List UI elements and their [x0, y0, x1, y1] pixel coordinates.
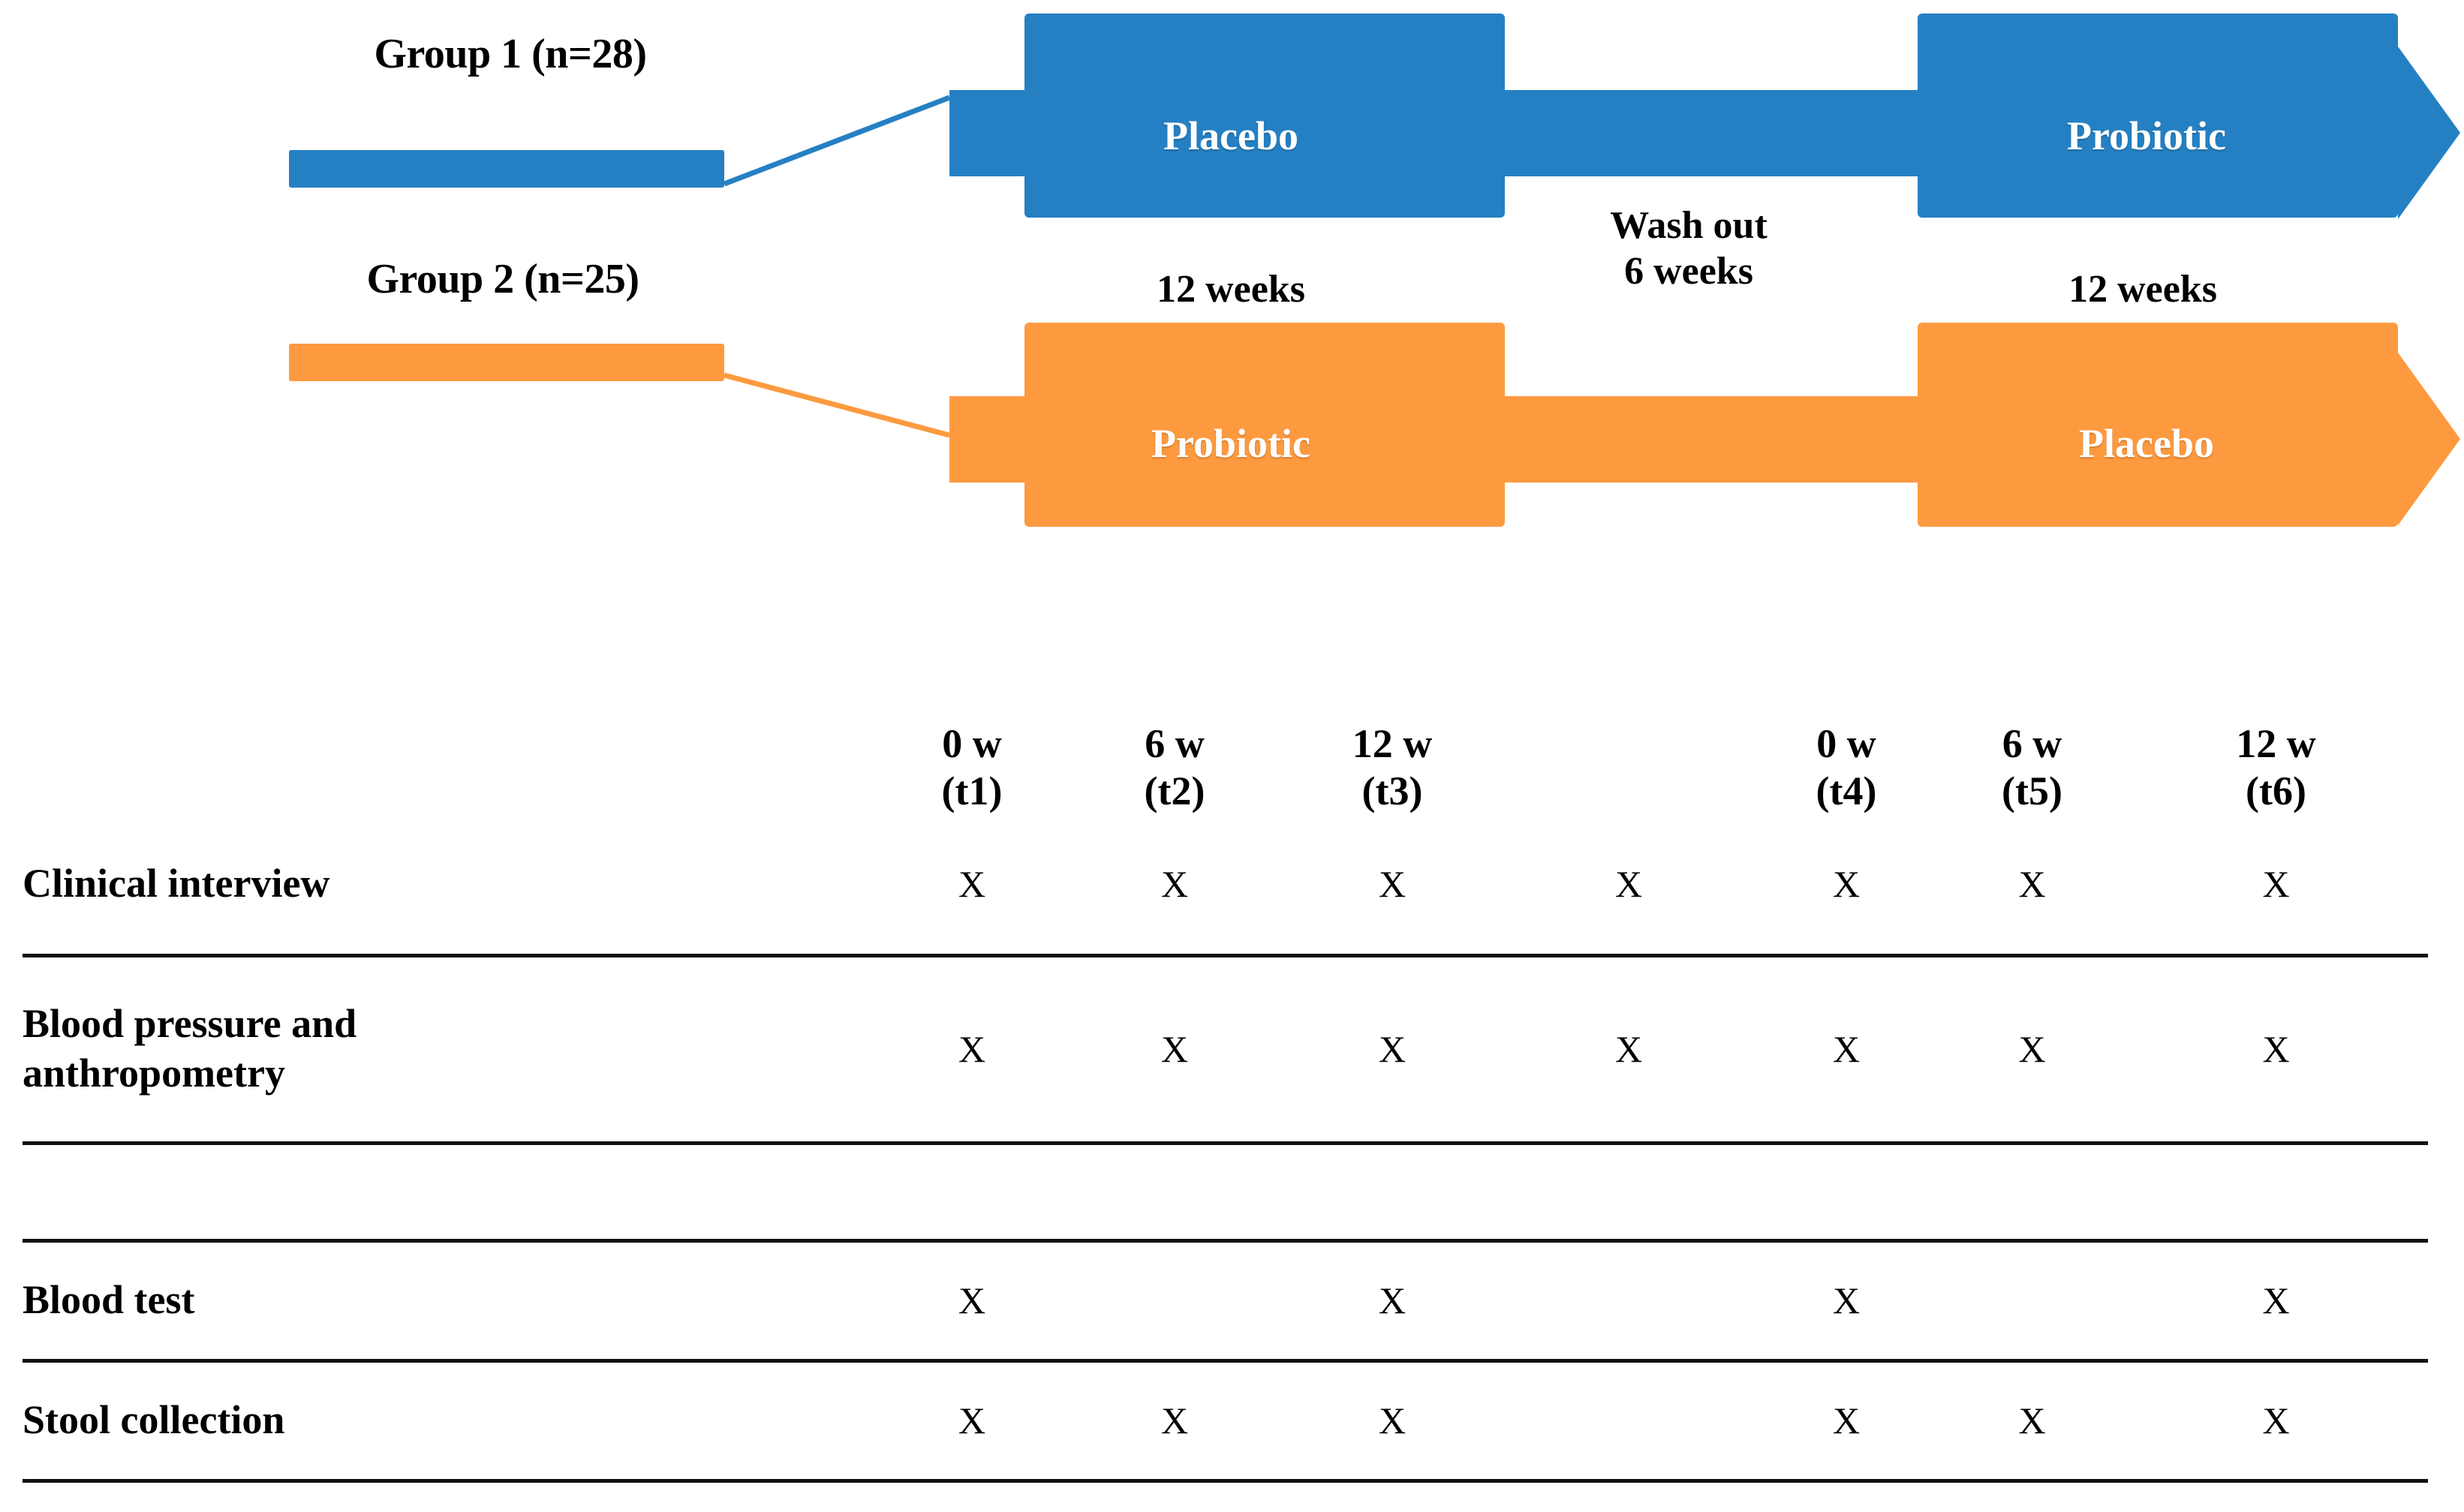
- cell-stool-collection-t5: X: [1940, 1360, 2124, 1483]
- schedule-table: 0 w (t1) 6 w (t2) 12 w (t3) 0 w (t4): [23, 720, 2428, 1483]
- group2-period1-arm-label: Probiotic: [1151, 421, 1310, 466]
- group1-left-stub: [949, 90, 1024, 176]
- group2-arrow-head: [2398, 353, 2460, 525]
- group1-label: Group 1 (n=28): [374, 31, 647, 77]
- period1-duration-label: 12 weeks: [1157, 268, 1305, 311]
- table-row: [23, 1143, 2428, 1243]
- group2-period1-block: [1024, 323, 1505, 527]
- assessment-schedule: 0 w (t1) 6 w (t2) 12 w (t3) 0 w (t4): [0, 720, 2464, 1512]
- header-col-t1: 0 w (t1): [874, 720, 1070, 814]
- group2-left-stub: [949, 396, 1024, 482]
- header-col-t3-timepoint: (t3): [1361, 768, 1423, 813]
- cell-stool-collection-washout: [1505, 1360, 1752, 1483]
- cell-blood-pressure-t4: X: [1752, 955, 1940, 1145]
- header-col-t1-timepoint: (t1): [941, 768, 1003, 813]
- group2-period2-arm-label: Placebo: [2079, 421, 2214, 466]
- cell-blood-test-t2: [1070, 1240, 1280, 1363]
- group2-washout-shaft: [1505, 396, 1918, 482]
- washout-title: Wash out: [1610, 204, 1768, 247]
- cell-blood-test-t5: [1940, 1240, 2124, 1363]
- cell-blood-pressure-t5: X: [1940, 955, 2124, 1145]
- cell-blank-t6: [2124, 1143, 2428, 1243]
- row-label-clinical-interview: Clinical interview: [23, 814, 874, 957]
- cell-stool-collection-t4: X: [1752, 1360, 1940, 1483]
- cell-clinical-interview-t5: X: [1940, 814, 2124, 957]
- cell-blood-pressure-t1: X: [874, 955, 1070, 1145]
- header-col-washout: [1505, 720, 1752, 814]
- group1-washout-shaft: [1505, 90, 1918, 176]
- group1-legend-bar: [289, 150, 724, 188]
- cell-blood-pressure-t3: X: [1280, 955, 1505, 1145]
- header-col-t3: 12 w (t3): [1280, 720, 1505, 814]
- cell-clinical-interview-t2: X: [1070, 814, 1280, 957]
- cell-blood-test-washout: [1505, 1240, 1752, 1363]
- header-col-t5-week: 6 w: [2002, 721, 2062, 766]
- cell-clinical-interview-t4: X: [1752, 814, 1940, 957]
- cell-stool-collection-t3: X: [1280, 1360, 1505, 1483]
- header-col-t2-week: 6 w: [1145, 721, 1205, 766]
- cell-clinical-interview-t3: X: [1280, 814, 1505, 957]
- header-col-t2: 6 w (t2): [1070, 720, 1280, 814]
- cell-blood-test-t6: X: [2124, 1240, 2428, 1363]
- header-col-t6-week: 12 w: [2236, 721, 2316, 766]
- washout-label: Wash out 6 weeks: [1456, 203, 1921, 295]
- cell-blood-test-t3: X: [1280, 1240, 1505, 1363]
- group1-period1-block: [1024, 14, 1505, 218]
- cell-blood-pressure-washout: X: [1505, 955, 1752, 1145]
- header-col-t6-timepoint: (t6): [2246, 768, 2306, 813]
- cell-stool-collection-t6: X: [2124, 1360, 2428, 1483]
- header-col-t1-week: 0 w: [942, 721, 1002, 766]
- diagram-shapes: [723, 14, 2460, 527]
- cell-blood-pressure-t6: X: [2124, 955, 2428, 1145]
- cell-clinical-interview-t6: X: [2124, 814, 2428, 957]
- cell-blood-test-t1: X: [874, 1240, 1070, 1363]
- period2-duration-label: 12 weeks: [2068, 268, 2217, 311]
- cell-blank-t3: [1280, 1143, 1505, 1243]
- header-col-t5: 6 w (t5): [1940, 720, 2124, 814]
- row-label-blank: [23, 1143, 874, 1243]
- group2-period2-block: [1918, 323, 2398, 527]
- cell-stool-collection-t2: X: [1070, 1360, 1280, 1483]
- group1-period2-arm-label: Probiotic: [2067, 113, 2226, 158]
- washout-duration: 6 weeks: [1624, 250, 1753, 293]
- header-col-t6: 12 w (t6): [2124, 720, 2428, 814]
- row-label-stool-collection: Stool collection: [23, 1360, 874, 1483]
- cell-clinical-interview-washout: X: [1505, 814, 1752, 957]
- cell-blank-t4: [1752, 1143, 1940, 1243]
- header-col-t4: 0 w (t4): [1752, 720, 1940, 814]
- table-row: Blood pressure and anthropometry X X X X…: [23, 955, 2428, 1145]
- table-row: Stool collection X X X X X X: [23, 1360, 2428, 1483]
- header-col-t2-timepoint: (t2): [1144, 768, 1205, 813]
- cell-blank-t1: [874, 1143, 1070, 1243]
- group1-period2-block: [1918, 14, 2398, 218]
- table-row: Clinical interview X X X X X X X: [23, 814, 2428, 957]
- header-col-t4-week: 0 w: [1816, 721, 1876, 766]
- table-row: Blood test X X X X: [23, 1240, 2428, 1363]
- header-col-t5-timepoint: (t5): [2002, 768, 2062, 813]
- crossover-diagram: Group 1 (n=28) Group 2 (n=25) Placebo Pr…: [0, 0, 2464, 570]
- group2-legend-bar: [289, 344, 724, 381]
- cell-blood-pressure-t2: X: [1070, 955, 1280, 1145]
- cell-blank-washout: [1505, 1143, 1752, 1243]
- cell-stool-collection-t1: X: [874, 1360, 1070, 1483]
- cell-clinical-interview-t1: X: [874, 814, 1070, 957]
- cell-blank-t2: [1070, 1143, 1280, 1243]
- row-label-blood-pressure-anthropometry: Blood pressure and anthropometry: [23, 955, 874, 1145]
- group2-arrow-shaft-right: [2364, 396, 2402, 482]
- schedule-header-row: 0 w (t1) 6 w (t2) 12 w (t3) 0 w (t4): [23, 720, 2428, 814]
- group1-connector-line: [723, 95, 951, 187]
- cell-blood-test-t4: X: [1752, 1240, 1940, 1363]
- header-corner-cell: [23, 720, 874, 814]
- header-col-t3-week: 12 w: [1352, 721, 1433, 766]
- group1-arrow-head: [2398, 47, 2460, 219]
- group2-label: Group 2 (n=25): [366, 256, 639, 302]
- header-col-t4-timepoint: (t4): [1816, 768, 1877, 813]
- group1-arrow-shaft-right: [2364, 90, 2402, 176]
- row-label-blood-test: Blood test: [23, 1240, 874, 1363]
- group1-period1-arm-label: Placebo: [1163, 113, 1298, 158]
- group2-connector-line: [724, 372, 950, 438]
- cell-blank-t5: [1940, 1143, 2124, 1243]
